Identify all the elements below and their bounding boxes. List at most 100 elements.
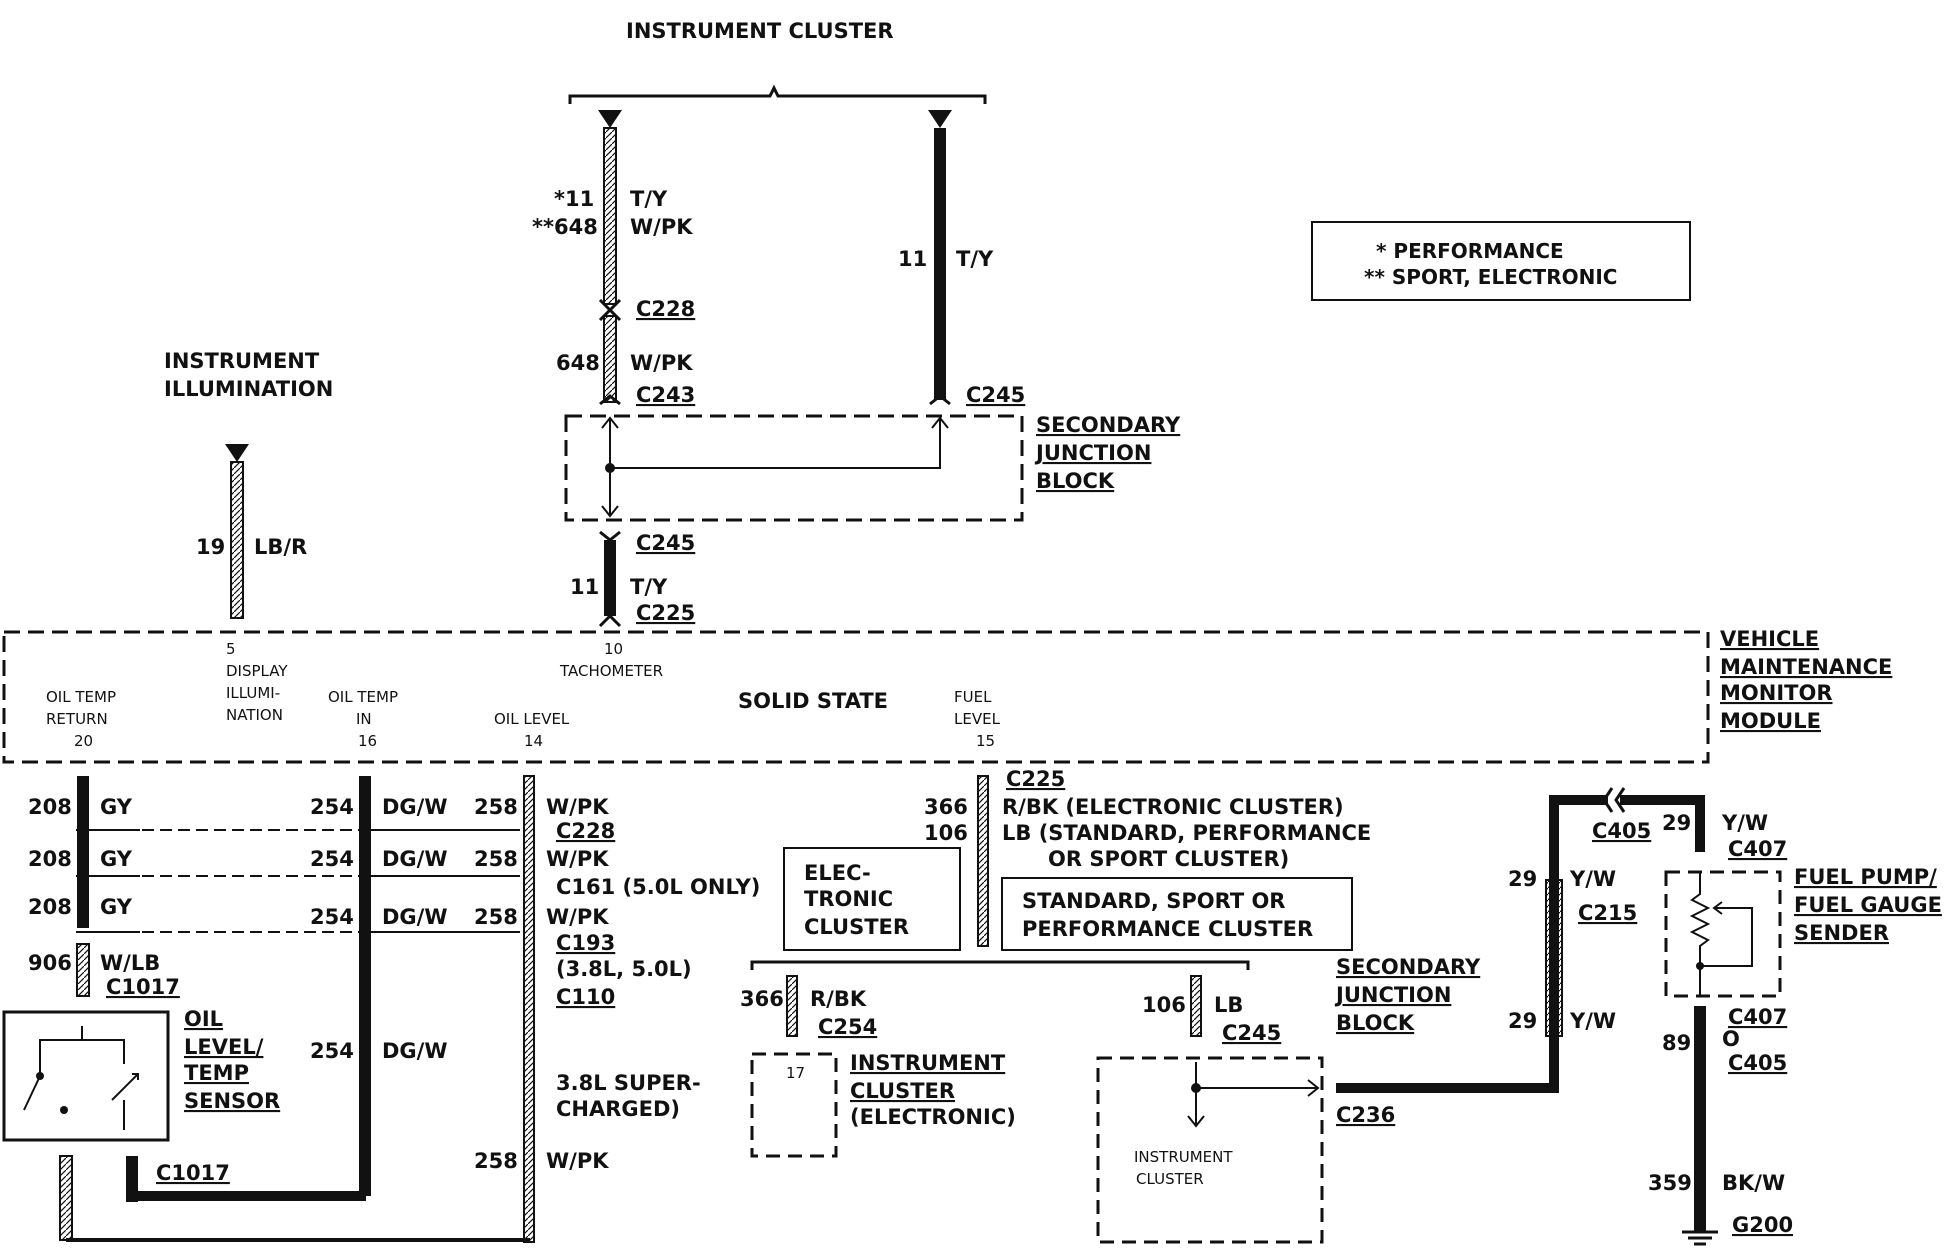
- circuit-29-a: 29: [1662, 811, 1691, 835]
- sensor-line3: TEMP: [184, 1061, 249, 1085]
- wire-366-106: [977, 775, 989, 947]
- color-yw-a: Y/W: [1721, 811, 1768, 835]
- connector-c245-fuel: C245: [1222, 1021, 1281, 1045]
- jb1-splice: [610, 416, 949, 469]
- connector-c243-icon: [599, 394, 621, 406]
- pin-tach-1: 10: [604, 640, 623, 658]
- wire-t-y-w-pk: [603, 127, 617, 305]
- circuit-906: 906: [28, 951, 72, 975]
- connector-c405: C405: [1592, 819, 1651, 843]
- wire-648: [603, 315, 617, 403]
- circuit-29-c: 29: [1508, 1009, 1537, 1033]
- illum-line2: ILLUMINATION: [164, 377, 333, 401]
- connector-c407: C407: [1728, 837, 1787, 861]
- connector-c236: C236: [1336, 1103, 1395, 1127]
- sjb1-line2: JUNCTION: [1034, 441, 1151, 465]
- circuit-648: **648: [532, 215, 598, 239]
- pin-oil-return-2: RETURN: [46, 710, 108, 728]
- circuit-258-b: 258: [474, 847, 518, 871]
- splice-dot-icon: [1191, 1083, 1201, 1093]
- color-t-y: T/Y: [630, 187, 668, 211]
- electronic-cluster-box: [783, 847, 961, 951]
- connector-c193-note: (3.8L, 5.0L): [556, 957, 692, 981]
- circuit-254-a: 254: [310, 795, 354, 819]
- wire-return-loop: [59, 1155, 73, 1241]
- color-gy-a: GY: [100, 795, 133, 819]
- circuit-106: 106: [924, 821, 968, 845]
- sensor-line4: SENSOR: [184, 1089, 280, 1113]
- circuit-19: 19: [196, 535, 225, 559]
- color-gy-c: GY: [100, 895, 133, 919]
- circuit-258-d: 258: [474, 1149, 518, 1173]
- vehicle-maintenance-monitor-module: [2, 630, 1710, 764]
- color-dgw-d: DG/W: [382, 1039, 448, 1063]
- pin-oil-in-1: OIL TEMP: [328, 688, 398, 706]
- wire-258-w-pk: [523, 775, 535, 1243]
- wire-254-dg-w: [359, 776, 371, 1196]
- color-lb-standard-2: OR SPORT CLUSTER): [1048, 847, 1289, 871]
- wire-29-y-w-top: [1620, 795, 1705, 852]
- sender-line1: FUEL PUMP/: [1794, 865, 1937, 889]
- pin-display-1: 5: [226, 640, 236, 658]
- connector-c1017: C1017: [106, 975, 180, 999]
- sensor-contact-icon: [60, 1106, 68, 1114]
- circuit-11: *11: [554, 187, 594, 211]
- module-name1: VEHICLE: [1720, 627, 1819, 651]
- color-dgw-b: DG/W: [382, 847, 448, 871]
- sensor-contact-icon: [36, 1072, 44, 1080]
- splice-dot-icon: [605, 463, 615, 473]
- supercharged-1: 3.8L SUPER-: [556, 1071, 701, 1095]
- module-solid-state: SOLID STATE: [738, 689, 888, 713]
- pin-fuel-1: FUEL: [954, 688, 992, 706]
- ic-elec-line2: CLUSTER: [850, 1079, 955, 1103]
- pin-display-4: NATION: [226, 706, 283, 724]
- connector-c215: C215: [1578, 901, 1637, 925]
- wire-208-gy: [77, 776, 89, 928]
- pin-display-2: DISPLAY: [226, 662, 288, 680]
- pin-oil-in-3: 16: [358, 732, 377, 750]
- arrow-down-icon: [928, 110, 952, 128]
- color-lb-r: LB/R: [254, 535, 307, 559]
- wire-oil-in-end: [126, 1156, 138, 1202]
- pin-oil-level-1: OIL LEVEL: [494, 710, 570, 728]
- title-bracket: [568, 84, 987, 104]
- circuit-208-c: 208: [28, 895, 72, 919]
- std-line1: STANDARD, SPORT OR: [1022, 889, 1285, 913]
- wire-906-w-lb: [76, 943, 90, 997]
- sjb1-line1: SECONDARY: [1036, 413, 1181, 437]
- wire-89-359-ground: [1694, 1006, 1706, 1232]
- color-t-y-b: T/Y: [630, 575, 668, 599]
- color-o: O: [1722, 1027, 1740, 1051]
- split-bracket: [750, 960, 1250, 970]
- circuit-208-b: 208: [28, 847, 72, 871]
- color-lb-standard: LB (STANDARD, PERFORMANCE: [1002, 821, 1371, 845]
- elec-line1: ELEC-: [804, 861, 871, 885]
- wire-11-t-y: [934, 128, 946, 400]
- pin-tach-2: TACHOMETER: [559, 662, 663, 680]
- sjb2-line3: BLOCK: [1336, 1011, 1415, 1035]
- ground-g200: G200: [1732, 1213, 1793, 1237]
- wire-19-lb-r: [230, 461, 244, 619]
- circuit-359: 359: [1648, 1171, 1692, 1195]
- jb2-inner-2: CLUSTER: [1136, 1170, 1204, 1188]
- connector-c225: C225: [636, 601, 695, 625]
- wire-29-hatched: [1545, 879, 1563, 1037]
- color-t-y-right: T/Y: [956, 247, 994, 271]
- connector-c243: C243: [636, 383, 695, 407]
- circuit-254-d: 254: [310, 1039, 354, 1063]
- module-name4: MODULE: [1720, 709, 1821, 733]
- circuit-89: 89: [1662, 1031, 1691, 1055]
- jb2-splice: [1187, 1062, 1320, 1128]
- connector-c245-b-icon: [599, 530, 621, 542]
- connector-c1017-b: C1017: [156, 1161, 230, 1185]
- connector-c225-icon: [598, 613, 622, 628]
- circuit-106-b: 106: [1142, 993, 1186, 1017]
- circuit-11-right: 11: [898, 247, 927, 271]
- circuit-254-b: 254: [310, 847, 354, 871]
- sjb1-line3: BLOCK: [1036, 469, 1115, 493]
- pin-display-3: ILLUMI-: [226, 684, 280, 702]
- elec-line3: CLUSTER: [804, 915, 909, 939]
- circuit-366-b: 366: [740, 987, 784, 1011]
- color-w-pk-b: W/PK: [630, 351, 693, 375]
